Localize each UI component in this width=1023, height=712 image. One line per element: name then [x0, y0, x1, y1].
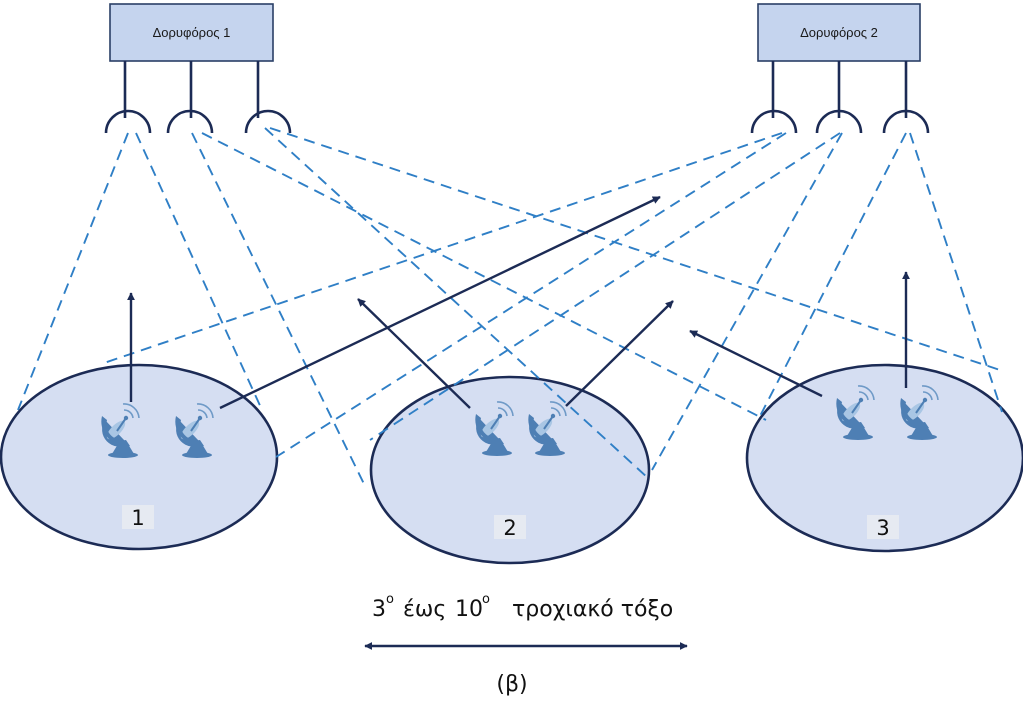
cell-3-label-bg — [867, 515, 899, 539]
caption-end-value: 10 — [455, 597, 483, 622]
satellite-2-feeds — [750, 61, 930, 134]
beam-line — [651, 132, 843, 471]
satellite-1: Δορυφόρος 1 — [109, 3, 274, 62]
antenna-feed-icon — [244, 109, 292, 134]
uplink-arrow — [689, 329, 823, 398]
satellite-1-feeds — [104, 61, 292, 134]
beam-line — [17, 132, 129, 411]
satellite-2: Δορυφόρος 2 — [757, 3, 921, 62]
cell-3-label: 3 — [876, 516, 889, 540]
coverage-cell-3 — [745, 363, 1023, 553]
beam-line — [369, 132, 841, 441]
beam-line — [275, 132, 787, 458]
beam-line — [264, 127, 649, 479]
caption-start-value: 3 — [372, 597, 386, 622]
cell-2-label: 2 — [503, 516, 516, 540]
cell-2-label-bg — [494, 515, 526, 539]
coverage-cell-2 — [369, 375, 651, 565]
antenna-feed-icon — [166, 109, 214, 134]
beam-line — [191, 132, 367, 489]
beam-line — [201, 132, 767, 421]
satellite-1-box — [109, 3, 274, 62]
beam-line — [269, 127, 1001, 371]
uplink-arrow — [219, 195, 661, 410]
uplink-arrow — [565, 300, 674, 407]
uplink-arrows — [127, 195, 910, 410]
caption-middle: έως — [403, 597, 446, 622]
antenna-feed-icon — [750, 109, 798, 134]
caption-start-unit: ο — [386, 592, 394, 607]
caption-arc-text: τροχιακό τόξο — [512, 597, 673, 622]
antenna-feed-icon — [815, 109, 863, 134]
beam-line — [103, 132, 783, 364]
caption-end-unit: ο — [482, 592, 490, 607]
antenna-feed-icon — [104, 109, 152, 134]
uplink-arrow — [357, 298, 471, 409]
cell-1-label: 1 — [131, 506, 144, 530]
orbital-arc-caption: 3 ο έως 10 ο τροχιακό τόξο — [372, 592, 673, 622]
cell-1-label-bg — [122, 505, 154, 529]
antenna-feed-icon — [882, 109, 930, 134]
satellite-1-label: Δορυφόρος 1 — [153, 25, 231, 40]
satellite-2-label: Δορυφόρος 2 — [800, 25, 878, 40]
beam-line — [135, 132, 263, 411]
spot-beams — [17, 127, 1003, 489]
figure-label: (β) — [496, 672, 527, 697]
beam-line — [909, 132, 1003, 413]
